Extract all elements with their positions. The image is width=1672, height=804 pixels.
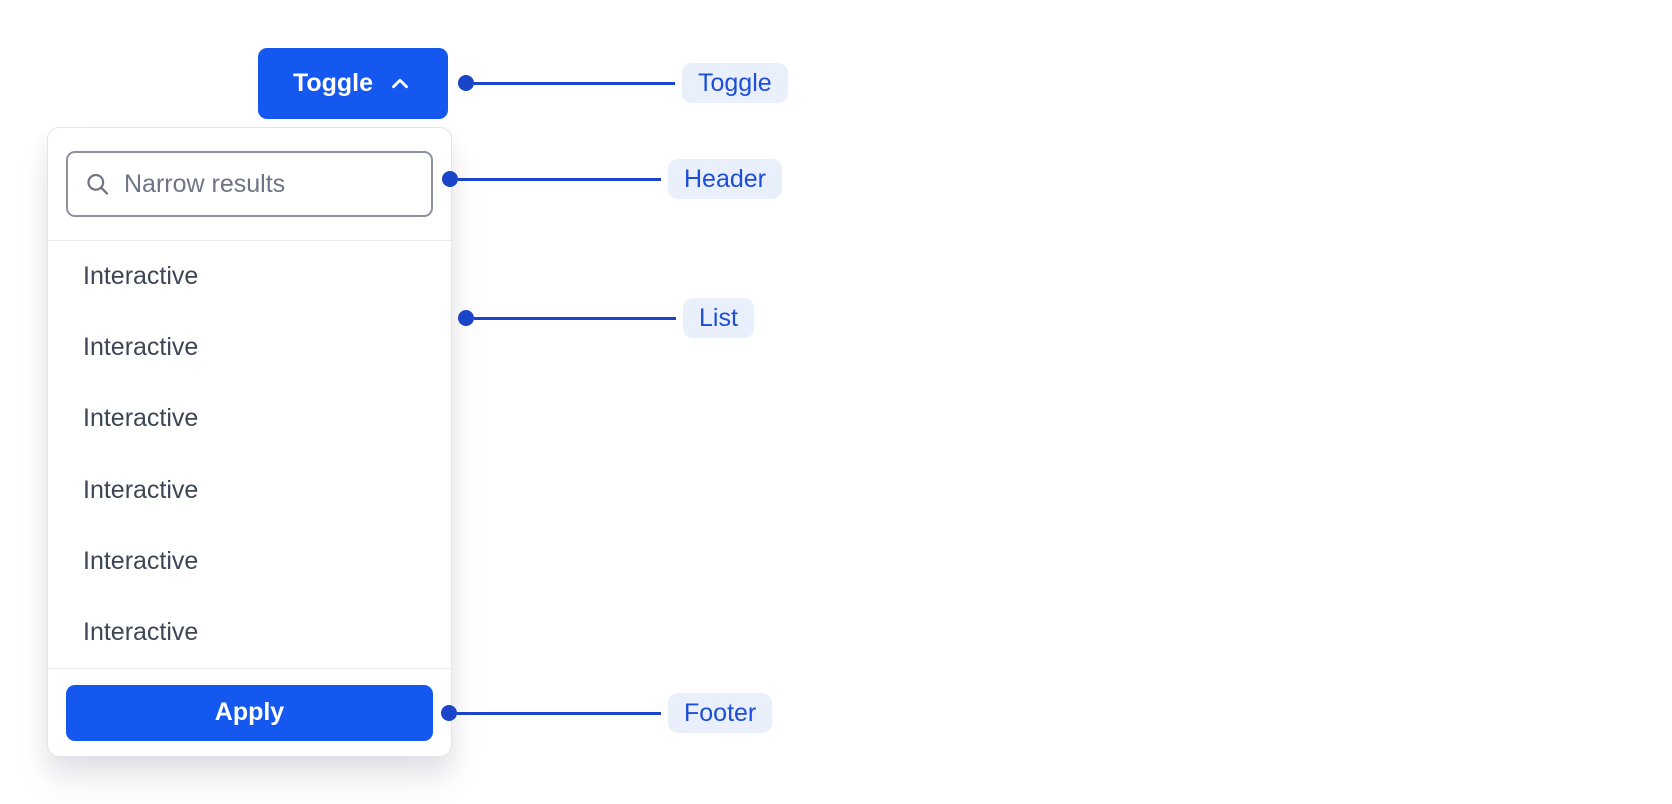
list-item[interactable]: Interactive xyxy=(48,312,451,384)
annotation-line xyxy=(474,316,676,320)
annotation-line xyxy=(457,711,661,715)
list-item[interactable]: Interactive xyxy=(48,596,451,669)
annotation-dot xyxy=(442,171,458,187)
apply-button[interactable]: Apply xyxy=(66,684,433,741)
list-item[interactable]: Interactive xyxy=(48,454,451,526)
annotation-footer: Footer xyxy=(441,693,773,733)
list-item[interactable]: Interactive xyxy=(48,525,451,597)
annotation-dot xyxy=(441,705,457,721)
annotation-list: List xyxy=(458,298,754,338)
annotation-label-toggle: Toggle xyxy=(682,63,788,103)
toggle-button[interactable]: Toggle xyxy=(258,48,448,119)
annotation-dot xyxy=(458,75,474,91)
toggle-button-label: Toggle xyxy=(292,69,374,97)
annotation-label-header: Header xyxy=(668,159,782,199)
annotation-header: Header xyxy=(442,159,782,199)
list-item[interactable]: Interactive xyxy=(48,383,451,455)
dropdown-panel: Interactive Interactive Interactive Inte… xyxy=(47,127,452,757)
search-box xyxy=(66,151,433,217)
dropdown-list: Interactive Interactive Interactive Inte… xyxy=(48,241,451,669)
annotation-line xyxy=(458,177,661,181)
annotation-label-list: List xyxy=(683,298,754,338)
annotation-toggle: Toggle xyxy=(458,63,788,103)
annotation-line xyxy=(474,81,675,85)
chevron-up-icon xyxy=(392,78,408,88)
dropdown-header xyxy=(48,128,451,241)
search-input[interactable] xyxy=(66,151,433,217)
dropdown-footer: Apply xyxy=(48,668,451,756)
list-item[interactable]: Interactive xyxy=(48,241,451,313)
annotation-dot xyxy=(458,310,474,326)
annotation-label-footer: Footer xyxy=(668,693,773,733)
